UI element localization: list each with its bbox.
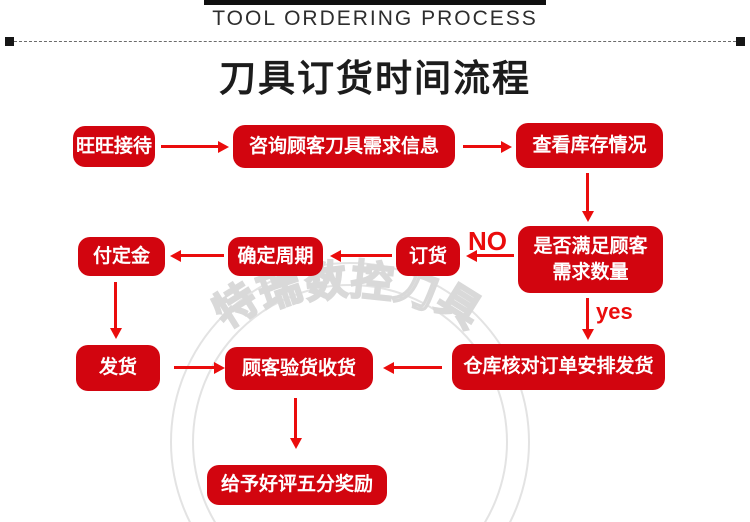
- flow-node-inquiry: 咨询顾客刀具需求信息: [233, 125, 455, 168]
- flow-node-check-stock: 查看库存情况: [516, 123, 663, 168]
- node-label-line2: 需求数量: [552, 261, 629, 283]
- watermark-char: 控: [348, 255, 397, 308]
- arrow-warehouse-to-customer-inspect: [394, 366, 442, 369]
- flow-node-ship: 发货: [76, 345, 160, 391]
- page-title: 刀具订货时间流程: [219, 58, 531, 99]
- node-label: 顾客验货收货: [241, 357, 356, 379]
- arrow-decision-to-warehouse: [586, 298, 589, 329]
- flow-node-reward: 给予好评五分奖励: [207, 465, 387, 505]
- watermark-char: 特: [204, 274, 267, 338]
- flow-node-confirm-cycle: 确定周期: [228, 237, 323, 276]
- node-label: 旺旺接待: [75, 135, 152, 157]
- branch-label-no: NO: [468, 226, 507, 256]
- arrow-inquiry-to-check-stock: [463, 145, 501, 148]
- arrow-ship-to-customer-inspect: [174, 366, 214, 369]
- header-top-bar: [204, 0, 546, 5]
- node-label: 订货: [408, 245, 447, 267]
- watermark-char: 具: [428, 274, 491, 338]
- node-label: 发货: [98, 357, 137, 379]
- node-label-line1: 是否满足顾客: [533, 235, 648, 257]
- arrow-decision-to-order: [477, 254, 514, 257]
- node-label: 查看库存情况: [532, 134, 647, 156]
- dashed-divider: [14, 41, 736, 42]
- flow-node-customer-inspect: 顾客验货收货: [225, 347, 373, 390]
- arrow-confirm-cycle-to-deposit: [181, 254, 224, 257]
- eyebrow-title: TOOL ORDERING PROCESS: [212, 7, 538, 30]
- node-label: 仓库核对订单安排发货: [463, 356, 654, 378]
- arrow-reception-to-inquiry: [161, 145, 218, 148]
- flow-node-order: 订货: [396, 237, 460, 276]
- flow-node-decision: 是否满足顾客 需求数量: [518, 226, 663, 293]
- node-label: 付定金: [92, 245, 150, 267]
- arrow-deposit-to-ship: [114, 282, 117, 328]
- arrow-order-to-confirm-cycle: [341, 254, 392, 257]
- arrow-customer-inspect-to-reward: [294, 398, 297, 438]
- flow-node-deposit: 付定金: [78, 237, 165, 276]
- branch-label-yes: yes: [596, 299, 633, 324]
- flow-node-warehouse: 仓库核对订单安排发货: [452, 344, 665, 390]
- node-label: 给予好评五分奖励: [220, 474, 373, 496]
- arrow-check-stock-to-decision: [586, 173, 589, 211]
- dash-rule-right-cap: [736, 37, 745, 46]
- node-label: 确定周期: [237, 245, 314, 267]
- node-label: 咨询顾客刀具需求信息: [248, 135, 439, 157]
- flow-node-reception: 旺旺接待: [73, 126, 155, 167]
- dash-rule-left-cap: [5, 37, 14, 46]
